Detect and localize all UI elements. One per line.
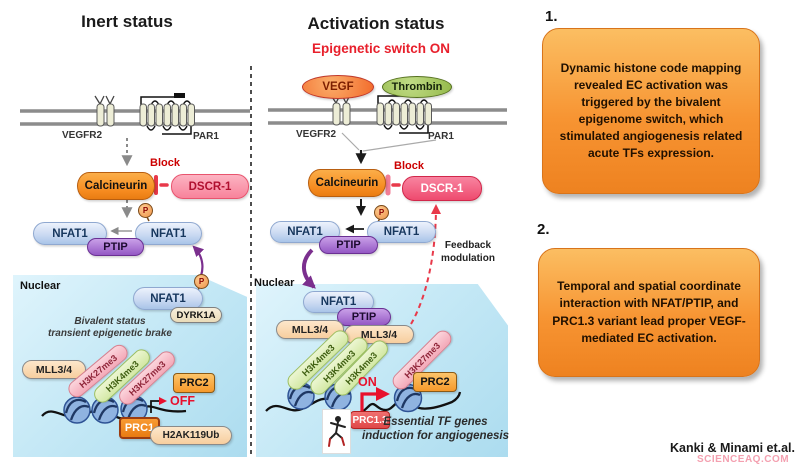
note2-text: Temporal and spatial coordinate interact… <box>552 279 746 345</box>
par1-label: PAR1 <box>193 131 219 142</box>
phospho-icon: P <box>194 274 209 289</box>
mll34-node-inert: MLL3/4 <box>22 360 86 379</box>
note1-box: Dynamic histone code mapping revealed EC… <box>542 28 760 194</box>
dyrk1a-node: DYRK1A <box>170 307 222 323</box>
mascot-figure-icon <box>322 409 351 454</box>
activation-title: Activation status <box>307 14 445 33</box>
thrombin-ligand: Thrombin <box>382 76 452 98</box>
ptip-node: PTIP <box>87 238 144 256</box>
off-label: OFF <box>170 394 195 408</box>
calcineurin-node: Calcineurin <box>77 172 155 200</box>
dna-nucleosomes-inert <box>41 395 187 424</box>
prc2-node-activation: PRC2 <box>413 372 457 392</box>
dscr1-node-activation: DSCR-1 <box>402 176 482 201</box>
calcineurin-node-activation: Calcineurin <box>308 169 386 197</box>
vegfr2-receptor-icon <box>94 95 115 127</box>
feedback-line1: Feedback <box>444 240 492 251</box>
epigenetic-switch-subtitle: Epigenetic switch ON <box>311 41 451 56</box>
bivalent-caption: Bivalent status transient epigenetic bra… <box>40 316 180 340</box>
membrane-inert <box>20 109 250 126</box>
essential-line1: Essential TF genes <box>383 416 488 428</box>
mll34-node-activation-1: MLL3/4 <box>276 320 344 339</box>
essential-line2: induction for angiogenesis <box>362 430 509 443</box>
nfat1-cytoplasm-right-activation: NFAT1 <box>367 221 436 243</box>
vegf-ligand: VEGF <box>302 75 374 99</box>
phospho-icon: P <box>138 203 153 218</box>
phospho-icon: P <box>374 205 389 220</box>
ptip-nuclear-activation: PTIP <box>337 308 391 326</box>
bivalent-line2: transient epigenetic brake <box>48 328 172 339</box>
par1-receptor-icon <box>139 93 195 135</box>
dscr1-node: DSCR-1 <box>171 174 249 199</box>
note1-number: 1. <box>545 8 558 25</box>
nfat1-nuclear-inert: NFAT1 <box>133 287 203 310</box>
h2ak119ub-node: H2AK119Ub <box>150 426 232 445</box>
note2-number: 2. <box>537 221 550 238</box>
signal-arrows-inert <box>110 138 205 291</box>
note1-text: Dynamic histone code mapping revealed EC… <box>559 60 743 161</box>
vegfr2-label-activation: VEGFR2 <box>296 129 337 140</box>
ptip-node-activation: PTIP <box>319 236 378 254</box>
par1-label-activation: PAR1 <box>428 131 454 142</box>
inert-title: Inert status <box>81 12 173 31</box>
par1-receptor-activated-icon <box>376 92 432 134</box>
nfat1-cytoplasm-left: NFAT1 <box>33 222 107 245</box>
nfat1-cytoplasm-right: NFAT1 <box>135 222 202 245</box>
attribution: Kanki & Minami et.al. <box>669 441 795 455</box>
essential-caption: Essential TF genes induction for angioge… <box>358 415 513 444</box>
prc1-node: PRC1 <box>119 417 160 439</box>
vegfr2-receptor-activated-icon <box>330 94 351 126</box>
prc13-node: PRC1.3 <box>350 411 390 429</box>
prc2-node-inert: PRC2 <box>173 373 215 393</box>
signal-arrows-activation <box>302 132 441 325</box>
block-label: Block <box>150 157 180 169</box>
bivalent-line1: Bivalent status <box>74 316 146 327</box>
note2-box: Temporal and spatial coordinate interact… <box>538 248 760 377</box>
feedback-line2: modulation <box>441 252 495 264</box>
watermark: SCIENCEAQ.COM <box>697 454 790 465</box>
vegfr2-label: VEGFR2 <box>62 130 103 141</box>
nuclear-label-inert: Nuclear <box>20 280 61 292</box>
nuclear-label-activation: Nuclear <box>254 277 295 289</box>
feedback-caption: Feedback modulation <box>436 240 500 265</box>
block-label-activation: Block <box>394 160 424 172</box>
on-label: ON <box>358 375 377 389</box>
